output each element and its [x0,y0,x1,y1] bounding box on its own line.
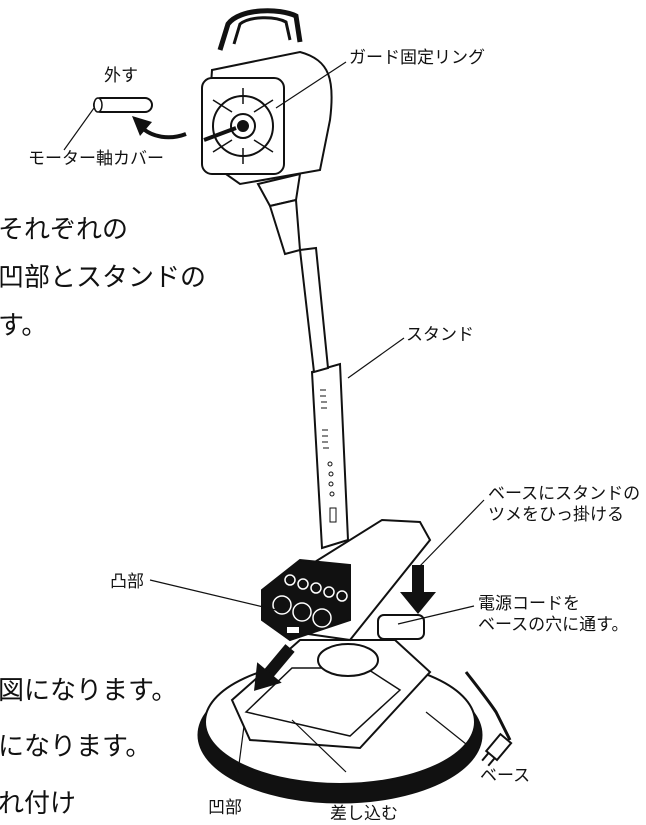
recess-label: 凹部 [208,798,242,818]
stand-pole-illustration [298,246,350,550]
hook-label: ベースにスタンドの ツメをひっ掛ける [488,484,640,527]
leader-lines [63,61,485,773]
guard-ring-label: ガード固定リング [349,48,485,68]
down-arrow-icon [400,565,436,614]
cord-label: 電源コードを ベースの穴に通す。 [478,594,628,637]
plug-icon [481,732,513,767]
base-illustration [197,614,483,804]
remove-arrowhead-icon [132,116,152,136]
stand-label: スタンド [406,325,474,345]
remove-label: 外す [104,66,138,86]
insert-arrow-icon [254,644,295,691]
motor-shaft-cover-label: モーター軸カバー [28,149,164,169]
insert-label: 差し込む [330,804,398,824]
body-text-line6: れ付け [0,789,77,819]
body-text-line2: 凹部とスタンドの [0,263,207,293]
motor-shaft-cover-icon [93,97,153,113]
base-label: ベース [480,766,531,786]
protrusion-label: 凸部 [110,572,144,592]
body-text-line5: になります。 [0,732,152,762]
cord-label-line2: ベースの穴に通す。 [478,615,629,636]
body-text-line3: す。 [0,311,48,341]
fan-head-illustration [201,8,333,256]
body-text-line1: それぞれの [0,215,129,245]
power-cord-icon [464,671,512,741]
hook-label-line2: ツメをひっ掛ける [488,505,624,526]
stand-foot-illustration [261,518,432,642]
hook-label-line1: ベースにスタンドの [488,484,641,504]
body-text-line4: 図になります。 [0,676,178,706]
cord-label-line1: 電源コードを [478,594,580,614]
